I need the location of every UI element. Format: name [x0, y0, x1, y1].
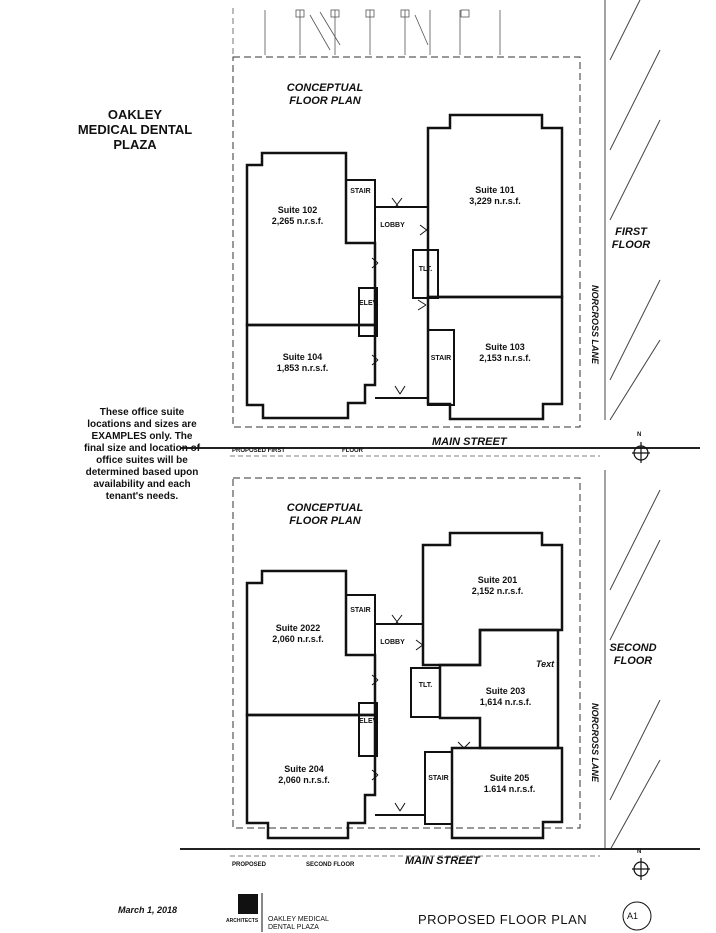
- suite-name: Suite 204: [284, 764, 324, 774]
- first-floor-plan-label: CONCEPTUAL FLOOR PLAN: [270, 82, 380, 108]
- sheet-number: A1: [627, 911, 639, 921]
- suite-205: Suite 205 1.614 n.r.s.f.: [462, 773, 557, 795]
- lobby-label: LOBBY: [380, 222, 405, 229]
- top-hatch-strip: [232, 8, 501, 55]
- footer-architects-label: ARCHITECTS: [226, 918, 259, 924]
- suite-name: Suite 101: [475, 185, 515, 195]
- elevator-label: ELEV.: [359, 300, 379, 307]
- project-title-line-1: OAKLEY: [107, 107, 163, 122]
- suite-name: Suite 102: [277, 205, 318, 215]
- suite-size: 2,152 n.r.s.f.: [471, 586, 524, 596]
- suite-102: Suite 102 2,265 n.r.s.f.: [250, 205, 345, 227]
- text-annotation: Text: [536, 659, 555, 669]
- toilet-label: TLT.: [418, 682, 433, 689]
- stair-label-b: STAIR: [428, 775, 449, 782]
- norcross-lane-label: NORCROSS LANE: [590, 703, 600, 783]
- sheet-title: PROPOSED FLOOR PLAN: [418, 912, 588, 927]
- norcross-lane-label: NORCROSS LANE: [590, 285, 600, 365]
- footer-firm-line-1: OAKLEY MEDICAL: [268, 916, 329, 923]
- first-floor-label-line-2: FLOOR: [611, 239, 651, 251]
- north-label: N: [637, 432, 642, 438]
- suite-size: 2,265 n.r.s.f.: [271, 216, 324, 226]
- second-floor-label-line-2: FLOOR: [613, 655, 653, 667]
- main-street-label: MAIN STREET: [432, 436, 507, 448]
- second-floor-plan-label-line-1: CONCEPTUAL: [286, 502, 364, 514]
- second-floor-label: SECOND FLOOR: [602, 642, 664, 668]
- footer-firm-line-2: DENTAL PLAZA: [268, 924, 319, 931]
- footer-logo-mark: [238, 893, 652, 932]
- footer-firm-name: OAKLEY MEDICAL DENTAL PLAZA: [268, 916, 329, 932]
- right-hatch-strip: [604, 0, 661, 851]
- project-title-line-2: MEDICAL DENTAL: [77, 122, 193, 137]
- first-floor-plan-label-line-1: CONCEPTUAL: [286, 82, 364, 94]
- disclaimer-note: These office suite locations and sizes a…: [83, 407, 201, 502]
- elevator-label: ELEV.: [359, 718, 379, 725]
- second-floor-plan: [180, 477, 700, 880]
- project-title-line-3: PLAZA: [113, 137, 157, 152]
- proposed-first-caption: PROPOSED FIRST: [232, 448, 286, 454]
- suite-104: Suite 104 1,853 n.r.s.f.: [255, 352, 350, 374]
- suite-name: Suite 103: [485, 342, 525, 352]
- suite-size: 1,614 n.r.s.f.: [479, 697, 532, 707]
- suite-204: Suite 204 2,060 n.r.s.f.: [258, 764, 350, 786]
- suite-103: Suite 103 2,153 n.r.s.f.: [455, 342, 555, 364]
- lobby-label: LOBBY: [380, 639, 405, 646]
- footer-date: March 1, 2018: [118, 905, 178, 915]
- suite-203: Suite 203 1,614 n.r.s.f.: [458, 686, 553, 708]
- suite-name: Suite 104: [282, 352, 323, 362]
- first-floor-plan-label-line-2: FLOOR PLAN: [289, 95, 361, 107]
- toilet-label: TLT.: [418, 266, 433, 273]
- first-floor-label: FIRST FLOOR: [606, 226, 656, 252]
- proposed-second-caption-b: SECOND FLOOR: [306, 862, 355, 868]
- second-floor-plan-label: CONCEPTUAL FLOOR PLAN: [270, 502, 380, 528]
- suite-201: Suite 201 2,152 n.r.s.f.: [450, 575, 545, 597]
- north-label: N: [637, 849, 642, 855]
- first-floor-label-line-1: FIRST: [615, 226, 647, 238]
- suite-size: 2,060 n.r.s.f.: [278, 775, 330, 785]
- stair-label-b: STAIR: [430, 355, 452, 362]
- first-floor-plan: [180, 56, 700, 463]
- suite-size: 1,853 n.r.s.f.: [276, 363, 329, 373]
- second-floor-plan-label-line-2: FLOOR PLAN: [289, 515, 361, 527]
- stair-label: STAIR: [350, 188, 371, 195]
- suite-name: Suite 2022: [275, 623, 321, 633]
- suite-size: 2,153 n.r.s.f.: [479, 353, 531, 363]
- suite-2022: Suite 2022 2,060 n.r.s.f.: [252, 623, 344, 645]
- suite-size: 2,060 n.r.s.f.: [272, 634, 324, 644]
- suite-size: 3,229 n.r.s.f.: [469, 196, 521, 206]
- suite-101: Suite 101 3,229 n.r.s.f.: [440, 185, 550, 207]
- suite-name: Suite 203: [485, 686, 526, 696]
- suite-size: 1.614 n.r.s.f.: [483, 784, 536, 794]
- project-title: OAKLEY MEDICAL DENTAL PLAZA: [60, 107, 210, 152]
- suite-name: Suite 201: [477, 575, 518, 585]
- second-floor-label-line-1: SECOND: [609, 642, 657, 654]
- proposed-first-caption-b: FLOOR: [342, 448, 363, 454]
- stair-label: STAIR: [350, 607, 371, 614]
- main-street-label: MAIN STREET: [405, 855, 480, 867]
- suite-name: Suite 205: [489, 773, 530, 783]
- proposed-second-caption: PROPOSED: [232, 862, 267, 868]
